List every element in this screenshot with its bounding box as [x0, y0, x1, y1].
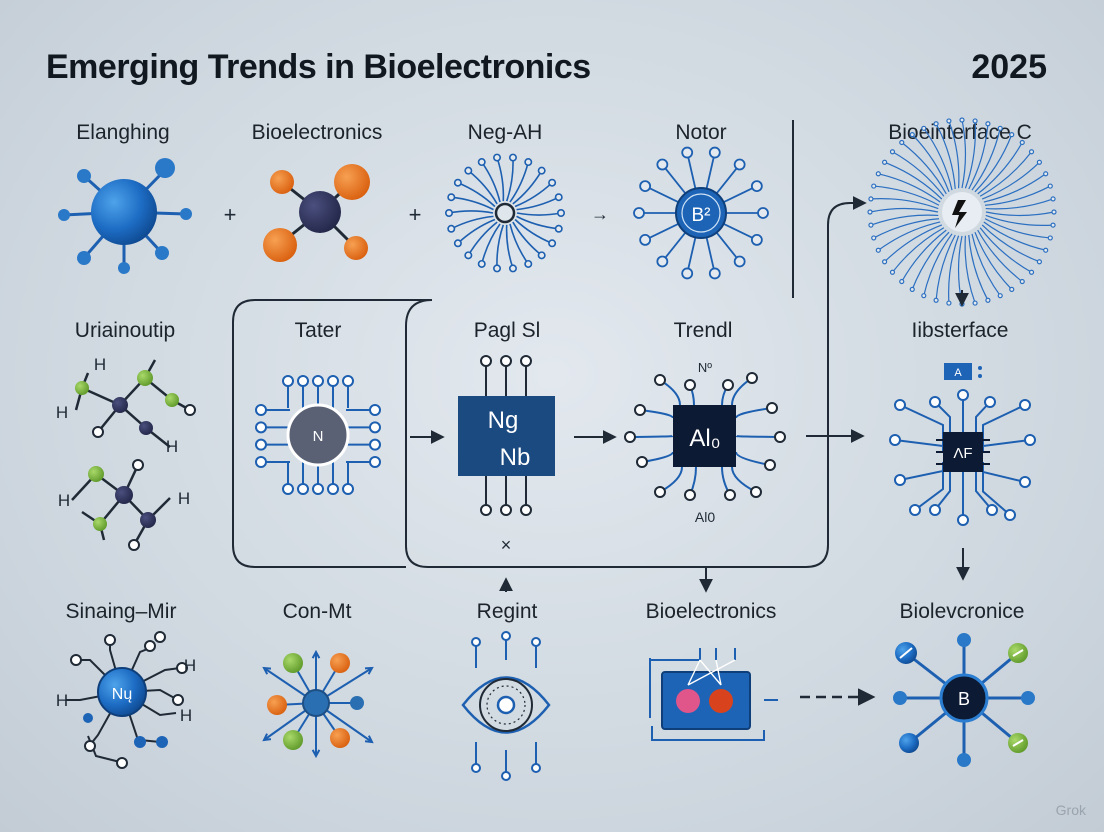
svg-text:H: H: [178, 489, 190, 508]
svg-text:H: H: [56, 403, 68, 422]
neg-ah-radial-node-icon: [444, 153, 565, 273]
pagl-chip-line2: Nb: [500, 444, 531, 471]
lightning-icon: [952, 200, 967, 228]
label-bioelectronics-bottom: Bioelectronics: [645, 600, 777, 623]
label-uriainoutip: Uriainoutip: [74, 319, 176, 342]
pagl-chip-mark: ×: [501, 535, 512, 555]
label-neg-ah: Neg-AH: [467, 121, 543, 144]
plus-operator-1: +: [224, 202, 237, 227]
tater-node-icon: N: [255, 375, 381, 495]
trendl-chip-top-label: Nº: [698, 360, 712, 375]
tater-group-bracket: [232, 299, 406, 568]
label-regint: Regint: [476, 600, 538, 623]
regint-eye-icon: [461, 631, 551, 781]
label-sinaing-mir: Sinaing–Mir: [65, 600, 177, 623]
watermark: Grok: [1055, 802, 1086, 818]
iibsterface-chip-text: ΛF: [953, 445, 972, 462]
bioelectronics-molecule-icon: [263, 164, 370, 262]
node-nu-text: Nų: [112, 686, 133, 703]
arrow-operator: →: [591, 204, 609, 224]
trendl-chip-bottom-label: Al0: [695, 509, 715, 525]
main-flow-bracket: [405, 203, 864, 568]
node-b-text: B: [958, 689, 970, 709]
elanghing-molecule-icon: [58, 158, 192, 274]
page-title: Emerging Trends in Bioelectronics: [46, 48, 591, 86]
iibsterface-tag: A: [954, 367, 962, 379]
label-trendl: Trendl: [673, 319, 733, 342]
sinaing-mir-network-icon: Nų H H H: [56, 631, 196, 769]
label-elanghing: Elanghing: [76, 121, 170, 144]
svg-text:H: H: [166, 437, 178, 456]
biolevcronice-node-icon: B: [893, 633, 1035, 767]
uriainoutip-molecule-icon: H H H H H: [56, 355, 196, 551]
tater-node-text: N: [313, 428, 324, 445]
svg-text:H: H: [56, 691, 68, 710]
svg-text:H: H: [94, 355, 106, 374]
iibsterface-chip-icon: A ΛF: [889, 363, 1036, 526]
label-con-mt: Con-Mt: [282, 600, 352, 623]
pagl-chip-line1: Ng: [488, 407, 519, 434]
svg-text:H: H: [180, 706, 192, 725]
notor-badge-text: B²: [692, 205, 711, 226]
notor-node-icon: B²: [633, 146, 769, 280]
year-label: 2025: [971, 48, 1047, 86]
trendl-chip-text: Al₀: [689, 425, 720, 452]
label-tater: Tater: [294, 319, 342, 342]
trendl-ai-chip-icon: Al₀ Nº Al0: [624, 360, 786, 525]
plus-operator-2: +: [409, 202, 422, 227]
pagl-chip-icon: Ng Nb ×: [458, 355, 555, 555]
label-notor: Notor: [675, 121, 727, 144]
bioelectronics-board-icon: [649, 648, 778, 741]
label-biolevcronice: Biolevcronice: [899, 600, 1025, 623]
label-iibsterface: Iibsterface: [911, 319, 1009, 342]
label-bioelectronics-top: Bioelectronics: [251, 121, 383, 144]
bioeinterface-burst-icon: [867, 117, 1057, 307]
con-mt-network-icon: [262, 649, 374, 759]
svg-text:H: H: [184, 656, 196, 675]
label-pagl-sl: Pagl Sl: [473, 319, 541, 342]
svg-text:H: H: [58, 491, 70, 510]
